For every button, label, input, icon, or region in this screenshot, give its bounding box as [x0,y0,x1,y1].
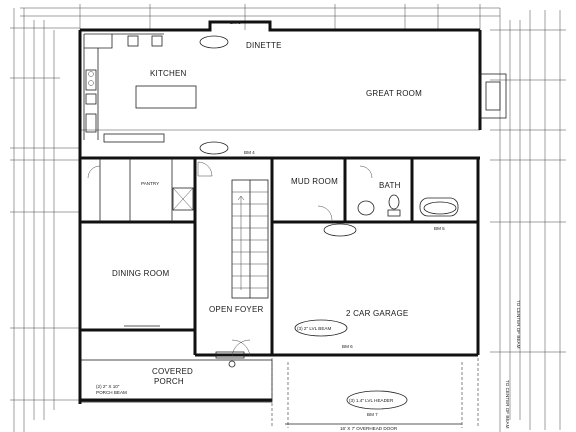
note-beam-right: TO CENTER OF BEAM [516,300,521,349]
note-garage-header: (3) 1.4" LVL HEADER [349,398,394,403]
tag-bm7: BM 7 [367,412,378,417]
right-dimension-lines [490,8,566,432]
tag-bm4: BM 4 [244,150,255,155]
room-label-bath: BATH [379,181,401,190]
bath-fixtures [357,194,459,217]
tag-bm5: BM 5 [434,226,445,231]
note-beam-bottom: TO CENTER OF BEAM [505,380,510,429]
beam-tags [199,35,457,410]
exterior-walls [78,20,507,357]
tag-bm6: BM 6 [342,344,353,349]
garage-porch-structure [78,330,479,428]
note-garage-beam: (3) 2" LVL BEAM [297,326,331,331]
note-porch-beam: PORCH BEAM [96,390,127,395]
room-label-mud-room: MUD ROOM [291,177,338,186]
tag-bm3: BM 3 [230,20,241,25]
room-label-porch: PORCH [154,377,184,386]
kitchen-fixtures [83,33,197,143]
room-label-great-room: GREAT ROOM [366,89,422,98]
room-label-open-foyer: OPEN FOYER [209,305,263,314]
left-dimension-lines [10,8,80,432]
stairs [231,179,269,299]
note-porch-beam-size: (2) 2" X 10" [96,384,120,389]
room-label-covered: COVERED [152,367,193,376]
note-overhead-door: 16' X 7' OVERHEAD DOOR [340,426,398,431]
room-label-dining-room: DINING ROOM [112,269,169,278]
door-swings [87,161,373,357]
room-label-kitchen: KITCHEN [150,69,187,78]
room-label-garage: 2 CAR GARAGE [346,309,408,318]
room-label-dinette: DINETTE [246,41,282,50]
top-dimension-lines [20,4,500,131]
room-label-pantry: PANTRY [141,181,159,186]
